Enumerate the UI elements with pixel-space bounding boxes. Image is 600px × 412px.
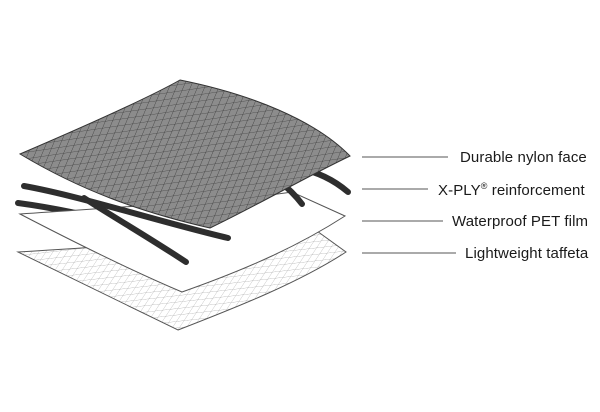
label-text: Durable nylon face — [460, 149, 587, 166]
label-xply-reinforcement: X-PLY® reinforcement — [438, 181, 585, 199]
registered-mark: ® — [480, 181, 488, 191]
label-text: Lightweight taffeta — [465, 245, 589, 262]
label-text-suffix: reinforcement — [487, 182, 585, 199]
reinforcement-fibers — [21, 165, 351, 265]
label-durable-nylon-face: Durable nylon face — [460, 149, 587, 166]
label-text: Waterproof PET film — [452, 213, 589, 230]
nylon-face-layer — [18, 79, 351, 229]
label-waterproof-pet-film: Waterproof PET film — [452, 213, 588, 230]
label-lightweight-taffeta: Lightweight taffeta — [465, 245, 588, 262]
label-text: X-PLY — [438, 182, 481, 199]
leader-lines — [362, 156, 456, 254]
